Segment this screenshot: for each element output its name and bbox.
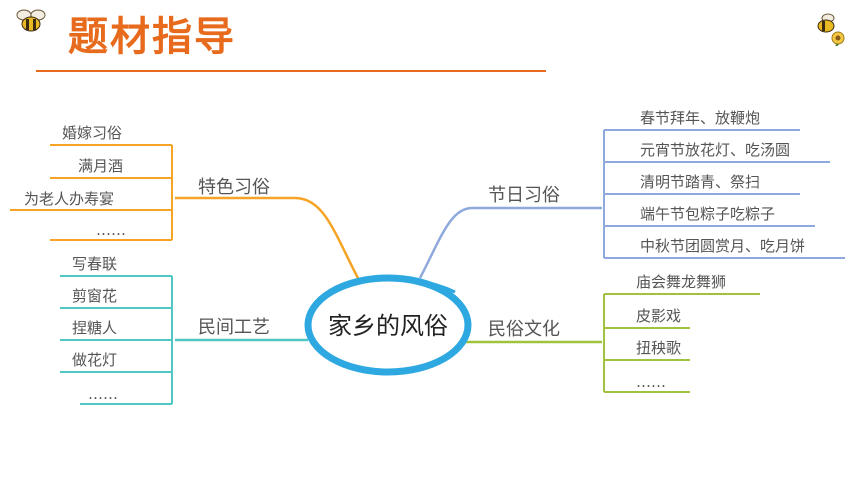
branch-folk-crafts: 民间工艺 写春联 剪窗花 捏糖人 做花灯 …… bbox=[60, 255, 308, 405]
leaf-item: 捏糖人 bbox=[72, 319, 117, 337]
leaf-item: 元宵节放花灯、吃汤圆 bbox=[640, 141, 790, 159]
page-title: 题材指导 bbox=[68, 14, 236, 60]
leaf-item: 为老人办寿宴 bbox=[24, 190, 114, 208]
leaf-item: 中秋节团圆赏月、吃月饼 bbox=[640, 237, 805, 255]
branch-label: 民间工艺 bbox=[198, 317, 270, 338]
branch-folk-culture: 民俗文化 庙会舞龙舞狮 皮影戏 扭秧歌 …… bbox=[460, 273, 760, 393]
bee-icon bbox=[16, 9, 46, 32]
bee-with-flower-icon bbox=[817, 13, 845, 46]
leaf-item: 满月酒 bbox=[78, 157, 123, 175]
leaf-item: 春节拜年、放鞭炮 bbox=[640, 109, 760, 127]
leaf-item: 清明节踏青、祭扫 bbox=[640, 173, 760, 191]
leaf-item: 做花灯 bbox=[72, 351, 117, 369]
leaf-item: …… bbox=[96, 221, 126, 239]
leaf-item: 端午节包粽子吃粽子 bbox=[640, 205, 775, 223]
leaf-item: 写春联 bbox=[72, 255, 117, 273]
title-underline bbox=[36, 70, 546, 72]
leaf-item: 皮影戏 bbox=[636, 307, 681, 325]
leaf-item: 婚嫁习俗 bbox=[62, 124, 122, 142]
branch-label: 民俗文化 bbox=[488, 319, 560, 340]
center-node: 家乡的风俗 bbox=[304, 274, 472, 376]
branch-label: 特色习俗 bbox=[198, 177, 270, 198]
leaf-item: 庙会舞龙舞狮 bbox=[636, 273, 726, 291]
branch-special-customs: 特色习俗 婚嫁习俗 满月酒 为老人办寿宴 …… bbox=[10, 124, 362, 283]
center-label: 家乡的风俗 bbox=[328, 312, 448, 340]
leaf-item: …… bbox=[636, 373, 666, 391]
branch-festival-customs: 节日习俗 春节拜年、放鞭炮 元宵节放花灯、吃汤圆 清明节踏青、祭扫 端午节包粽子… bbox=[418, 109, 845, 279]
leaf-item: 扭秧歌 bbox=[636, 339, 681, 357]
leaf-item: 剪窗花 bbox=[72, 287, 117, 305]
leaf-item: …… bbox=[88, 385, 118, 403]
branch-label: 节日习俗 bbox=[488, 185, 560, 206]
